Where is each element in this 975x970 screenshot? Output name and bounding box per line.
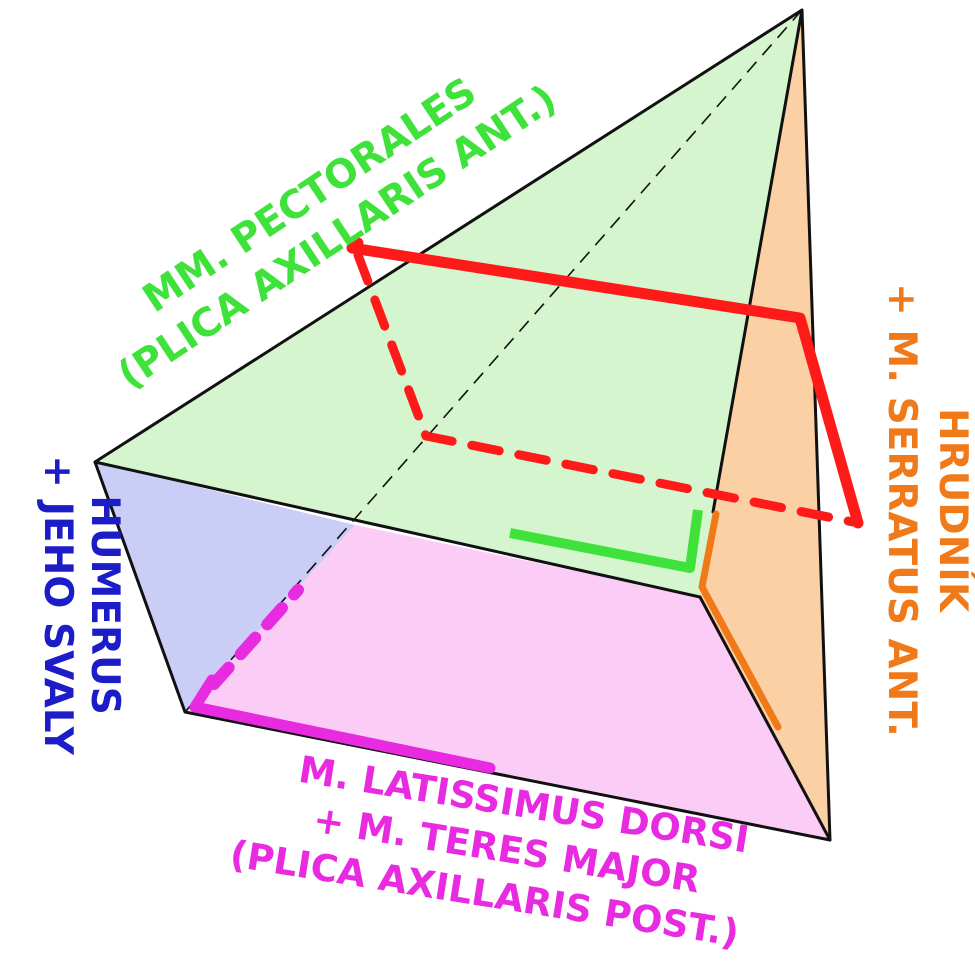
humerus-line-1: HUMERUS <box>82 495 127 715</box>
humerus-dashed-marker <box>208 584 304 690</box>
front-edges <box>93 8 832 842</box>
section-line-dashed <box>353 250 863 528</box>
section-line-solid <box>346 237 864 529</box>
humerus-line-2: + JEHO SVALY <box>35 455 80 755</box>
posterior-wall <box>185 525 830 840</box>
hrudnik-line-1: HRUDNÍK <box>930 408 975 614</box>
humerus-label: HUMERUS + JEHO SVALY <box>35 455 127 755</box>
pyramid-outline <box>93 8 832 842</box>
lateral-wall <box>95 462 355 712</box>
hrudnik-line-2: + M. SERRATUS ANT. <box>879 283 924 737</box>
anterior-wall <box>95 10 802 597</box>
hrudnik-marker <box>698 510 782 731</box>
pectorales-marker <box>509 509 703 573</box>
hidden-edge <box>184 9 803 713</box>
edge-apex-to-corner <box>711 8 804 514</box>
base-edge-front <box>93 460 832 842</box>
hrudnik-label: HRUDNÍK + M. SERRATUS ANT. <box>879 283 975 737</box>
section-line <box>346 237 864 529</box>
medial-wall <box>700 10 830 840</box>
latissimus-marker <box>189 674 496 774</box>
